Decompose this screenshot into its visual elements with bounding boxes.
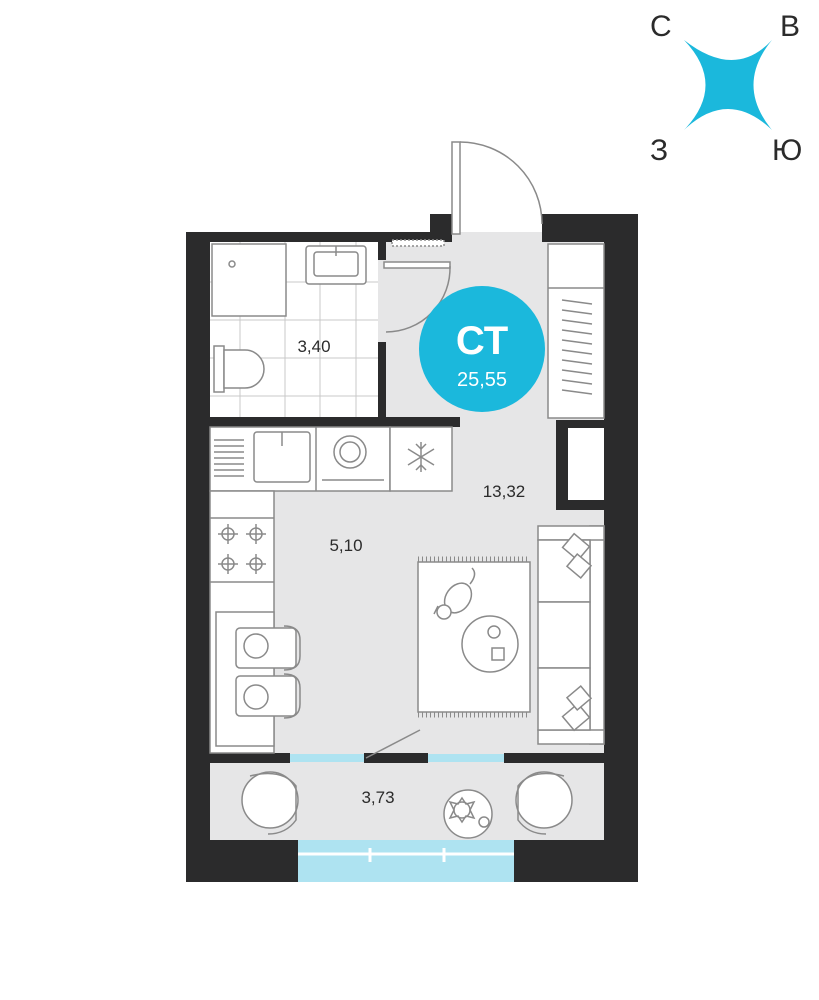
sofa-back bbox=[589, 525, 605, 745]
dining-chair-bottom-seat bbox=[243, 684, 269, 710]
wardrobe-body bbox=[547, 243, 605, 419]
balcony-door-glass-left bbox=[290, 754, 364, 762]
compass-north-label: С bbox=[650, 10, 672, 43]
sofa-pillow-top bbox=[561, 532, 591, 562]
dining-chair-top-back bbox=[283, 625, 301, 671]
wall-balcony-right bbox=[504, 753, 604, 763]
wall-niche-top bbox=[556, 420, 606, 428]
plant-icon bbox=[448, 796, 476, 824]
wall-balcony-left bbox=[210, 753, 290, 763]
apartment-type-label: СТ bbox=[456, 319, 508, 363]
dining-chair-bottom-back bbox=[283, 673, 301, 719]
sofa-pillow-bottom bbox=[561, 702, 591, 732]
walls bbox=[186, 214, 638, 882]
kitchen-area-label: 5,10 bbox=[329, 536, 362, 555]
shower-tray bbox=[211, 243, 287, 317]
wall-balcony-mid bbox=[364, 753, 428, 763]
balcony-door-glass-right bbox=[428, 754, 504, 762]
bathroom-door-leaf bbox=[383, 261, 451, 269]
apartment-badge: СТ 25,55 bbox=[419, 286, 545, 412]
compass-south-label: Ю bbox=[772, 134, 802, 167]
badge-circle bbox=[419, 286, 545, 412]
wardrobe-hangers bbox=[561, 299, 593, 395]
dishwasher-vent bbox=[214, 439, 244, 477]
book-icon bbox=[491, 647, 505, 661]
balcony-window bbox=[298, 840, 514, 882]
niche-storage bbox=[568, 428, 604, 500]
coffee-cup-icon bbox=[487, 625, 501, 639]
snowflake-icon bbox=[407, 442, 435, 472]
dining-chair-top-seat bbox=[243, 633, 269, 659]
wall-niche-bottom bbox=[556, 500, 606, 510]
toilet-bowl-icon bbox=[223, 349, 265, 389]
compass-east-label: В bbox=[780, 10, 800, 43]
balcony-chair-left bbox=[241, 771, 299, 835]
washing-machine-drum bbox=[339, 441, 361, 463]
bathroom-fixtures bbox=[211, 239, 445, 393]
coffee-table bbox=[461, 615, 519, 673]
wall-top-stub bbox=[430, 214, 452, 242]
wall-bathroom-right bbox=[378, 242, 386, 260]
dog-icon bbox=[433, 567, 476, 620]
rug bbox=[417, 556, 531, 718]
balcony-area-label: 3,73 bbox=[361, 788, 394, 807]
wall-bottom-right bbox=[514, 840, 638, 882]
wardrobe bbox=[547, 243, 605, 419]
compass: С В З Ю bbox=[650, 10, 802, 167]
entrance-door-leaf bbox=[451, 141, 461, 235]
balcony-door-leaf bbox=[365, 729, 421, 759]
bathroom-area-label: 3,40 bbox=[297, 337, 330, 356]
window-mullions bbox=[298, 848, 514, 862]
compass-west-label: З bbox=[650, 134, 668, 167]
wall-left bbox=[186, 232, 210, 882]
wall-bathroom-right-lower bbox=[378, 342, 386, 417]
dining-set bbox=[215, 611, 301, 747]
stove-icon bbox=[210, 517, 274, 583]
toilet-tank bbox=[213, 345, 225, 393]
wall-bottom-left bbox=[186, 840, 298, 882]
balcony-chair-right bbox=[515, 771, 573, 835]
entrance-door-swing bbox=[459, 141, 543, 225]
apartment-total-area: 25,55 bbox=[457, 369, 507, 391]
sofa-pillow-bottom-2 bbox=[565, 685, 593, 711]
washing-machine-icon bbox=[333, 435, 367, 469]
wall-bathroom-bottom bbox=[210, 417, 460, 427]
sofa-cushion-2 bbox=[537, 601, 591, 669]
balcony-cup-icon bbox=[478, 816, 490, 828]
sofa-arm-bottom bbox=[537, 729, 605, 745]
shower-drain-icon bbox=[228, 260, 236, 268]
kitchen-appliances bbox=[210, 427, 435, 583]
wall-top-left bbox=[186, 232, 452, 242]
living-area-label: 13,32 bbox=[483, 482, 526, 501]
compass-star-icon bbox=[684, 40, 772, 130]
bathroom-vent bbox=[391, 239, 445, 247]
entrance-door bbox=[451, 141, 543, 235]
wall-right bbox=[604, 214, 638, 882]
windows bbox=[290, 754, 514, 882]
sofa-pillow-top-2 bbox=[565, 553, 593, 579]
sofa bbox=[537, 525, 605, 745]
wall-niche-left bbox=[556, 420, 568, 506]
balcony-furniture bbox=[241, 771, 573, 839]
